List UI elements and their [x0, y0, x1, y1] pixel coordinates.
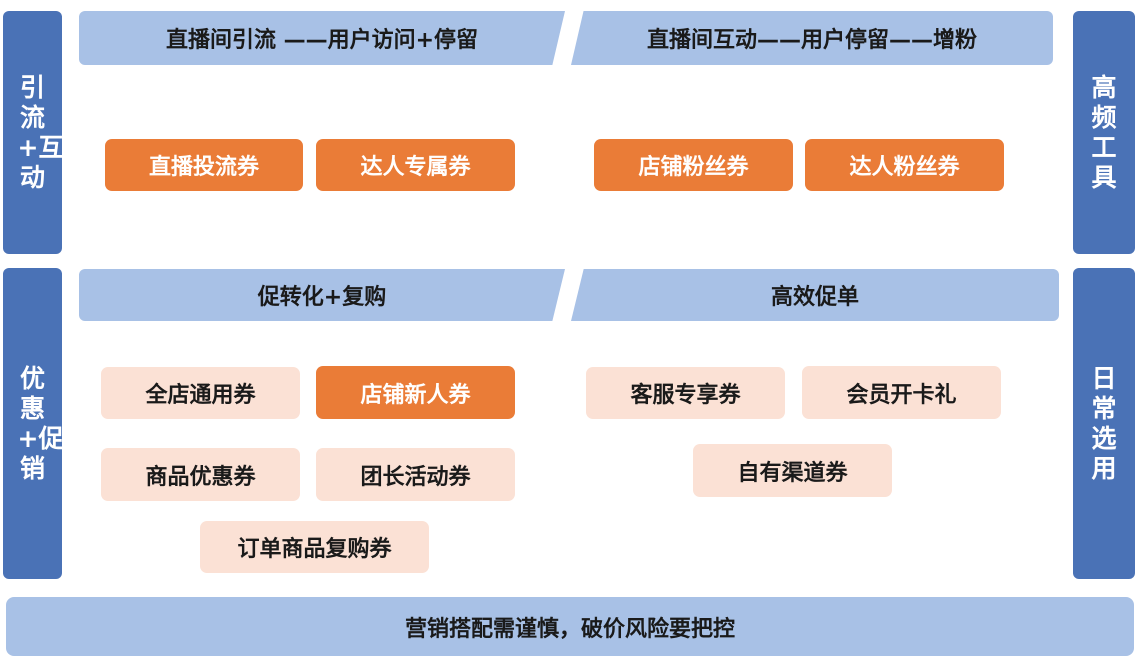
- coupon-live-traffic[interactable]: 直播投流券: [105, 139, 303, 191]
- header-live-traffic-text: 直播间引流 ——用户访问+停留: [165, 28, 479, 53]
- side-label-traffic-interaction: 引流+互动: [3, 11, 64, 254]
- coupon-store-fans[interactable]: 店铺粉丝券: [594, 139, 793, 191]
- side-label-discount-promotion: 优惠+促销: [3, 268, 64, 579]
- coupon-group-leader-activity[interactable]: 团长活动券: [316, 448, 515, 501]
- coupon-store-new-user[interactable]: 店铺新人券: [316, 366, 515, 419]
- coupon-product-discount[interactable]: 商品优惠券: [101, 448, 300, 501]
- side-label-traffic-interaction-text: 引流+互动: [17, 72, 64, 192]
- header-efficient-orders: 高效促单: [571, 269, 1059, 321]
- side-label-daily-use-text: 日常选用: [1091, 363, 1117, 483]
- header-live-interaction-text: 直播间互动——用户停留——增粉: [646, 28, 977, 53]
- footer-warning-text: 营销搭配需谨慎，破价风险要把控: [404, 616, 735, 642]
- side-label-discount-promotion-text: 优惠+促销: [17, 363, 64, 483]
- coupon-order-repurchase[interactable]: 订单商品复购券: [200, 521, 429, 573]
- coupon-member-card-gift[interactable]: 会员开卡礼: [802, 366, 1001, 419]
- header-conversion-repurchase-text: 促转化+复购: [257, 285, 387, 310]
- header-efficient-orders-text: 高效促单: [770, 285, 859, 310]
- coupon-store-general[interactable]: 全店通用券: [101, 367, 300, 419]
- coupon-influencer-exclusive[interactable]: 达人专属券: [316, 139, 515, 191]
- coupon-influencer-fans[interactable]: 达人粉丝券: [805, 139, 1004, 191]
- header-conversion-repurchase: 促转化+复购: [79, 269, 565, 321]
- side-label-daily-use: 日常选用: [1073, 268, 1135, 579]
- footer-warning-banner: 营销搭配需谨慎，破价风险要把控: [6, 597, 1134, 656]
- side-label-high-frequency-tools-text: 高频工具: [1091, 72, 1117, 192]
- side-label-high-frequency-tools: 高频工具: [1073, 11, 1135, 254]
- header-live-interaction: 直播间互动——用户停留——增粉: [571, 11, 1053, 65]
- coupon-customer-service[interactable]: 客服专享券: [586, 367, 785, 419]
- coupon-own-channel[interactable]: 自有渠道券: [693, 444, 892, 497]
- header-live-traffic: 直播间引流 ——用户访问+停留: [79, 11, 565, 65]
